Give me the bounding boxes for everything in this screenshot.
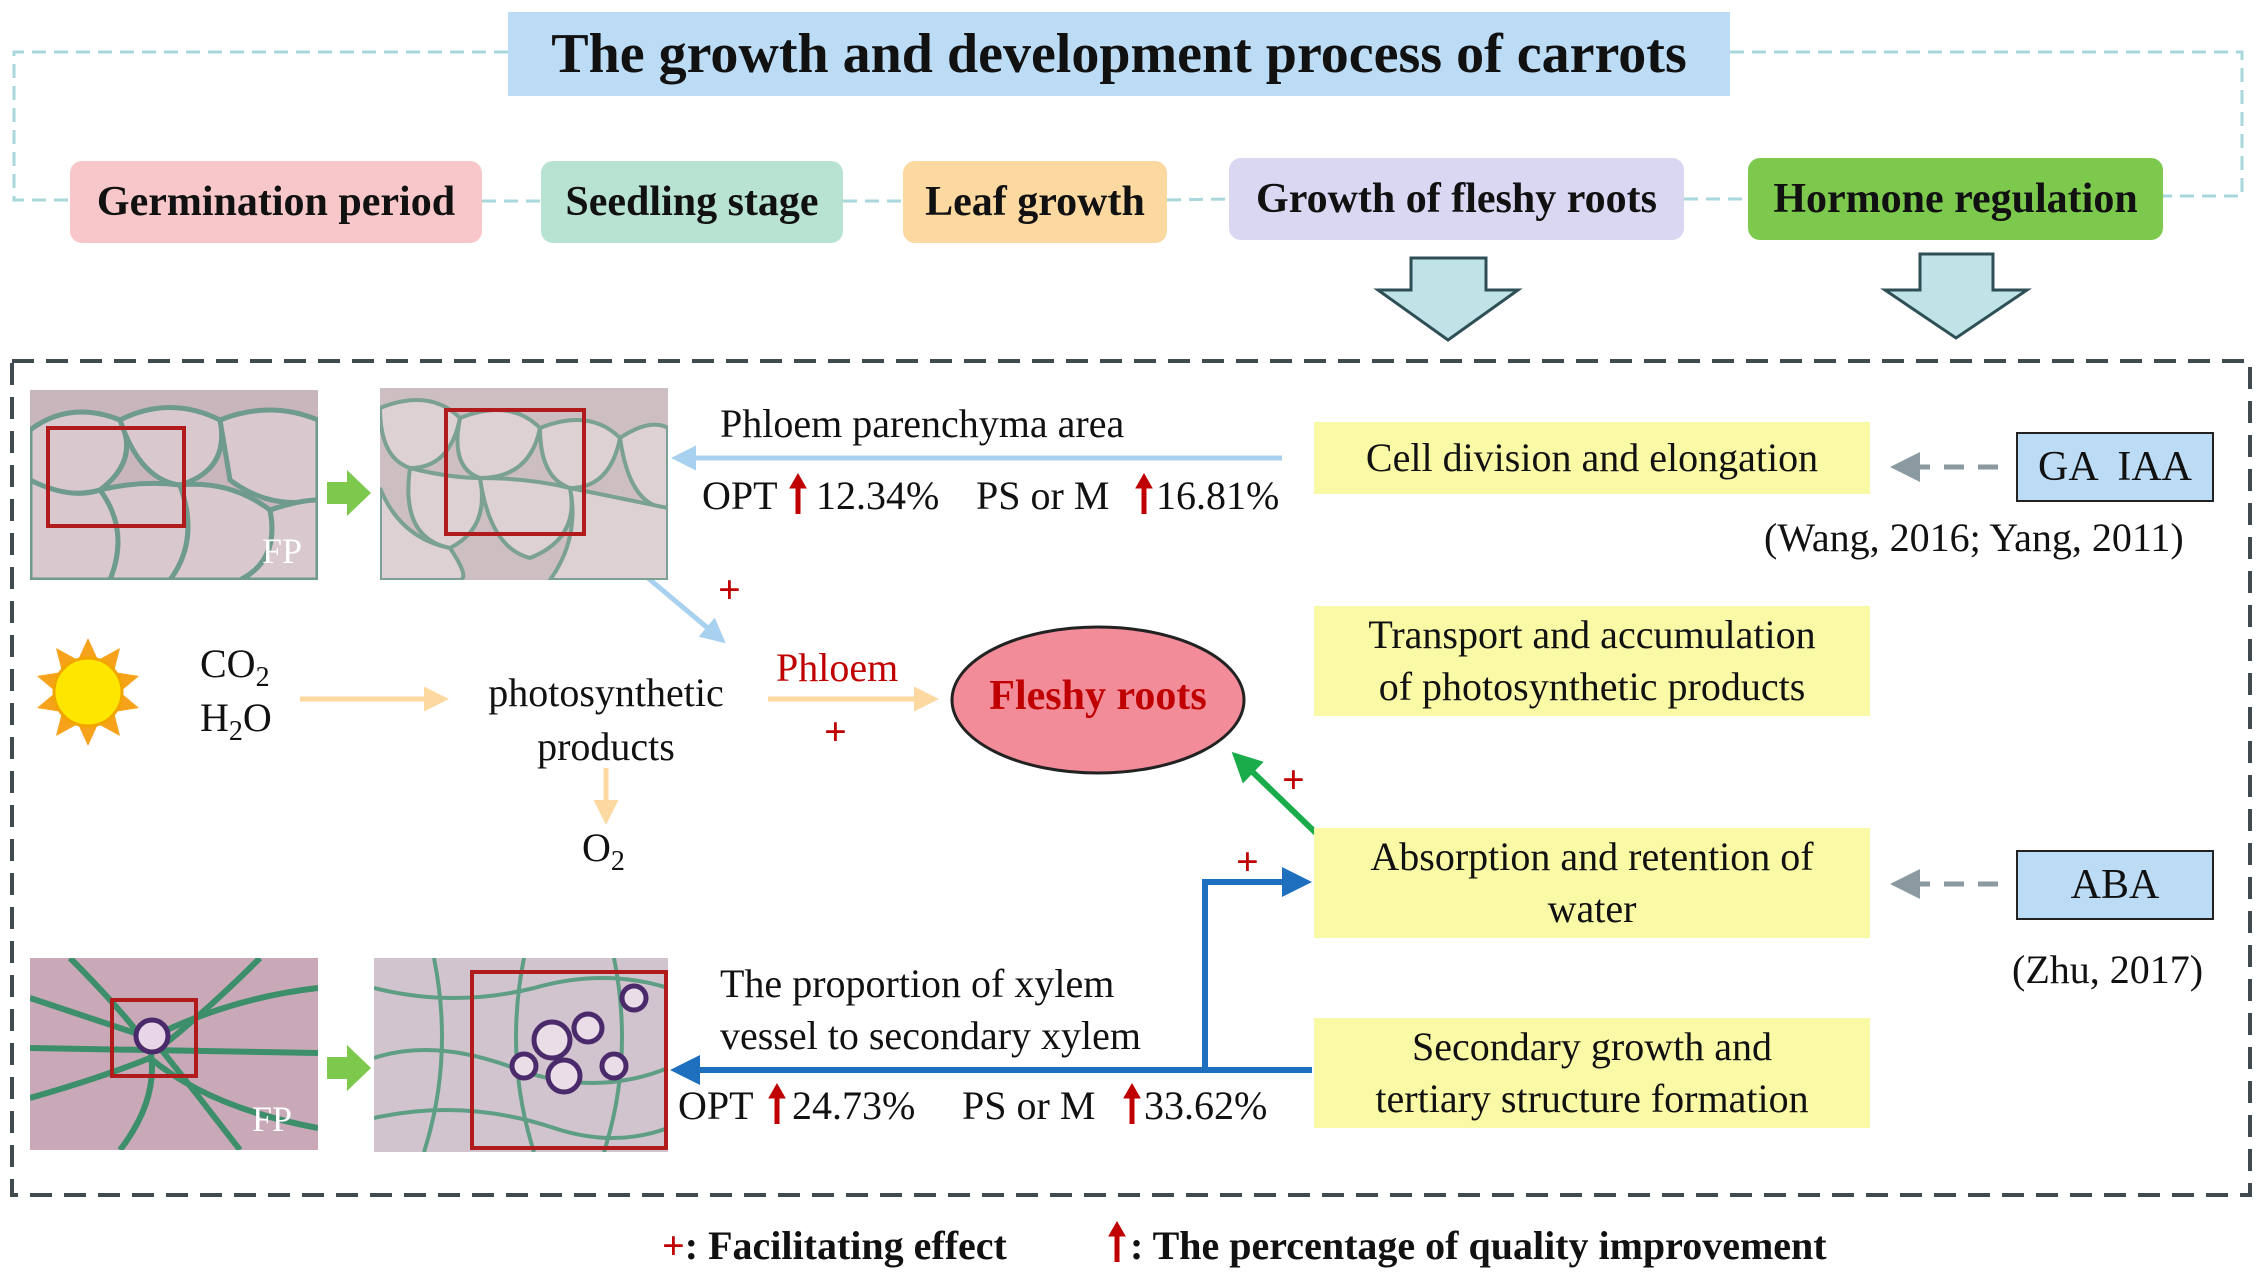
xylem-ps-label: PS or M	[962, 1083, 1096, 1128]
legend-facilitating: +: Facilitating effect	[662, 1223, 1007, 1268]
stage-leaf-growth: Leaf growth	[903, 161, 1167, 243]
stage-germination: Germination period	[70, 161, 482, 243]
h2o-label: H2O	[200, 695, 272, 747]
increase-arrow-icons	[768, 472, 1153, 1262]
citation-ga-iaa: (Wang, 2016; Yang, 2011)	[1764, 515, 2184, 560]
stage-seedling: Seedling stage	[541, 161, 843, 243]
fleshy-roots-label: Fleshy roots	[989, 673, 1207, 719]
fp-label: FP	[262, 531, 303, 571]
down-arrow-hormone	[1880, 252, 2032, 340]
co2-label: CO2	[200, 641, 270, 693]
phloem-opt-value: 12.34%	[816, 473, 940, 518]
page-title: The growth and development process of ca…	[508, 12, 1730, 96]
plus-sign: +	[718, 567, 741, 612]
stage-connector	[12, 50, 2244, 203]
legend-quality-improvement: : The percentage of quality improvement	[1130, 1223, 1827, 1268]
micrograph-phloem-fp: FP	[30, 390, 318, 580]
green-arrow-top	[327, 470, 371, 516]
cell-division-box: Cell division and elongation	[1314, 422, 1870, 494]
xylem-opt-label: OPT	[678, 1083, 754, 1128]
down-arrow-fleshy-roots	[1373, 256, 1523, 342]
xylem-opt-value: 24.73%	[792, 1083, 916, 1128]
citation-aba: (Zhu, 2017)	[2012, 947, 2204, 992]
absorption-box: Absorption and retention of water	[1314, 828, 1870, 938]
photosynthetic-products-label: photosynthetic products	[488, 670, 724, 769]
o2-label: O2	[582, 825, 625, 877]
plus-sign: +	[824, 709, 847, 754]
phloem-ps-label: PS or M	[976, 473, 1110, 518]
transport-box: Transport and accumulation of photosynth…	[1314, 606, 1870, 716]
micrograph-xylem-fp: FP	[30, 958, 318, 1150]
green-arrow-bottom	[327, 1045, 371, 1091]
fleshy-roots-ellipse	[950, 625, 1246, 775]
detail-frame	[10, 359, 2252, 1197]
aba-box: ABA	[2016, 850, 2214, 920]
phloem-label: Phloem	[776, 645, 899, 690]
xylem-to-absorption-arrow	[1202, 867, 1312, 1070]
fp-label: FP	[252, 1099, 293, 1139]
stage-hormone: Hormone regulation	[1748, 158, 2163, 240]
ga-iaa-box: GA IAA	[2016, 432, 2214, 502]
xylem-ps-value: 33.62%	[1144, 1083, 1268, 1128]
micrograph-to-phloem-arrow	[634, 566, 726, 644]
sun-icon	[37, 638, 139, 746]
micrograph-xylem-treated	[374, 958, 668, 1152]
secondary-growth-box: Secondary growth and tertiary structure …	[1314, 1018, 1870, 1128]
phloem-ps-value: 16.81%	[1156, 473, 1280, 518]
micrograph-phloem-treated	[380, 388, 668, 580]
absorption-to-roots-arrow	[1231, 751, 1321, 838]
plus-sign: +	[1236, 839, 1259, 884]
xylem-proportion-label: The proportion of xylem vessel to second…	[720, 961, 1141, 1058]
plus-sign: +	[1282, 757, 1305, 802]
phloem-area-label: Phloem parenchyma area	[720, 401, 1125, 446]
stage-fleshy-roots: Growth of fleshy roots	[1229, 158, 1684, 240]
phloem-opt-label: OPT	[702, 473, 778, 518]
